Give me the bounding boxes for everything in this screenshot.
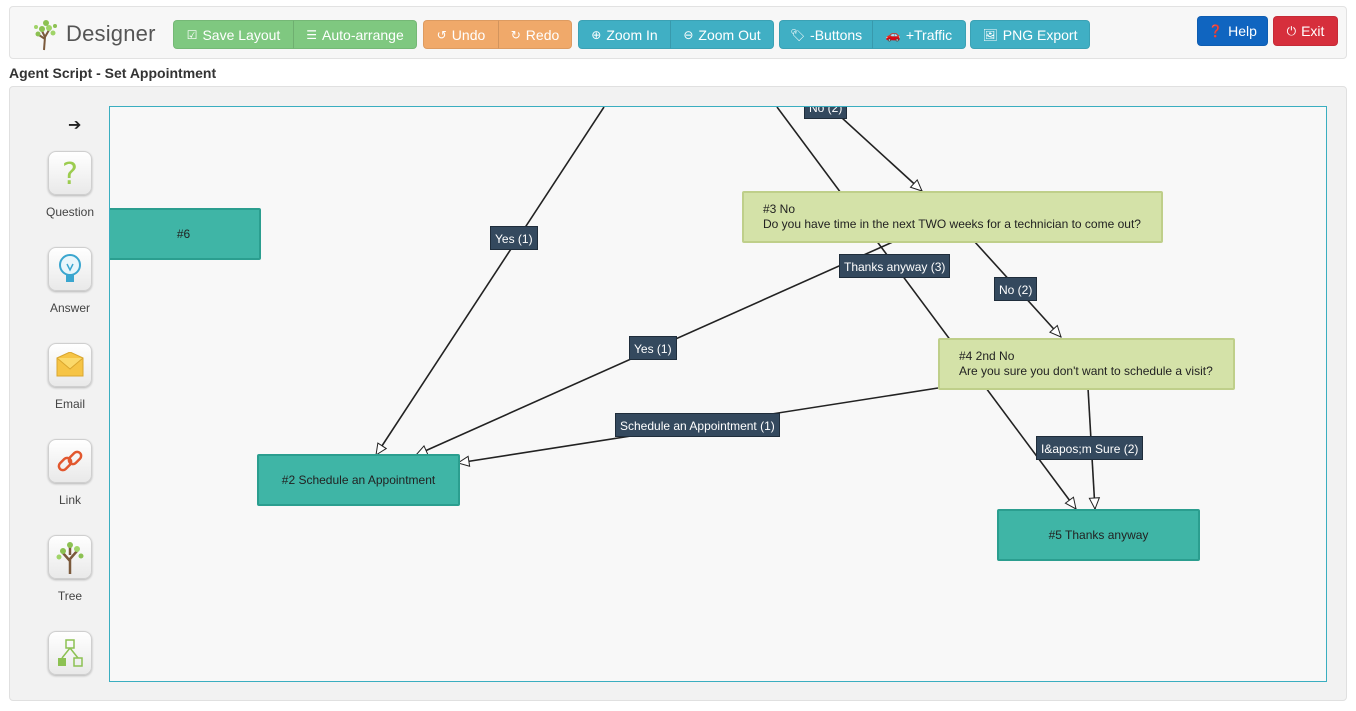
picture-icon: 🖼: [982, 27, 998, 42]
toolbox-item-tree[interactable]: Tree: [20, 535, 120, 615]
node-5[interactable]: #5 Thanks anyway: [997, 509, 1200, 561]
plus-circle-icon: ⊕: [591, 27, 602, 42]
diagram-canvas[interactable]: #6 #2 Schedule an Appointment #3 No Do y…: [109, 106, 1327, 682]
auto-arrange-button[interactable]: ☰Auto-arrange: [293, 20, 417, 49]
question-icon: ?: [48, 151, 92, 195]
app-name: Designer: [66, 21, 156, 46]
toolbox-item-link[interactable]: Link: [20, 439, 120, 519]
toolbox-item-question[interactable]: ? Question: [20, 151, 120, 231]
save-layout-button[interactable]: ☑Save Layout: [173, 20, 294, 49]
envelope-icon: [48, 343, 92, 387]
zoom-out-button[interactable]: ⊖Zoom Out: [670, 20, 774, 49]
edge-line-thanks-anyway: [776, 107, 1077, 510]
edge-label-thanks-anyway[interactable]: Thanks anyway (3): [839, 254, 951, 278]
node-4-text: Are you sure you don't want to schedule …: [959, 364, 1213, 378]
png-export-button[interactable]: 🖼PNG Export: [970, 20, 1090, 49]
chain-link-icon: [48, 439, 92, 483]
tree-logo-icon: [34, 20, 57, 51]
help-button[interactable]: ❓Help: [1197, 16, 1268, 46]
undo-button[interactable]: ↺Undo: [423, 20, 499, 49]
svg-text:?: ?: [62, 157, 78, 189]
redo-button[interactable]: ↻Redo: [498, 20, 572, 49]
show-traffic-button[interactable]: 🚗+Traffic: [872, 20, 966, 49]
node-3-text: Do you have time in the next TWO weeks f…: [763, 217, 1141, 231]
edge-line-yes-left: [375, 107, 605, 457]
node-6[interactable]: #6: [110, 208, 261, 260]
check-square-icon: ☑: [186, 27, 198, 42]
question-circle-icon: ❓: [1208, 24, 1224, 38]
tag-icon: 🏷: [789, 27, 806, 42]
edge-label-yes-left[interactable]: Yes (1): [490, 226, 538, 250]
car-icon: 🚗: [885, 27, 901, 42]
zoom-in-button[interactable]: ⊕Zoom In: [578, 20, 671, 49]
hide-buttons-button[interactable]: 🏷-Buttons: [779, 20, 873, 49]
node-4[interactable]: #4 2nd No Are you sure you don't want to…: [938, 338, 1235, 390]
arrow-right-icon[interactable]: ➔: [68, 117, 82, 134]
toolbox-item-email[interactable]: Email: [20, 343, 120, 423]
node-3[interactable]: #3 No Do you have time in the next TWO w…: [742, 191, 1163, 243]
undo-icon: ↺: [436, 27, 447, 42]
lightbulb-icon: [48, 247, 92, 291]
top-toolbar: Designer ☑Save Layout ☰Auto-arrange ↺Und…: [9, 6, 1347, 59]
redo-icon: ↻: [510, 27, 521, 42]
flowchart-icon: [48, 631, 92, 675]
edge-label-no-3-4[interactable]: No (2): [994, 277, 1038, 301]
toolbox-item-answer[interactable]: Answer: [20, 247, 120, 327]
list-icon: ☰: [306, 27, 318, 42]
edge-label-yes-3-2[interactable]: Yes (1): [629, 336, 677, 360]
node-2[interactable]: #2 Schedule an Appointment: [257, 454, 460, 506]
node-3-title: #3 No: [763, 202, 796, 216]
toolbox: ➔ ? Question Answer Email Link: [20, 97, 115, 697]
page-title: Agent Script - Set Appointment: [9, 65, 217, 81]
edge-label-im-sure[interactable]: I&apos;m Sure (2): [1036, 436, 1144, 460]
edge-line-no-top: [829, 107, 923, 192]
brand[interactable]: Designer: [28, 17, 156, 51]
toolbox-item-flowchart[interactable]: [20, 631, 120, 711]
power-icon: ⏻: [1286, 24, 1297, 38]
edge-label-no-top[interactable]: No (2): [804, 107, 848, 119]
tree-icon: [48, 535, 92, 579]
node-4-title: #4 2nd No: [959, 349, 1015, 363]
minus-circle-icon: ⊖: [683, 27, 694, 42]
edge-label-schedule[interactable]: Schedule an Appointment (1): [615, 413, 780, 437]
exit-button[interactable]: ⏻Exit: [1273, 16, 1338, 46]
